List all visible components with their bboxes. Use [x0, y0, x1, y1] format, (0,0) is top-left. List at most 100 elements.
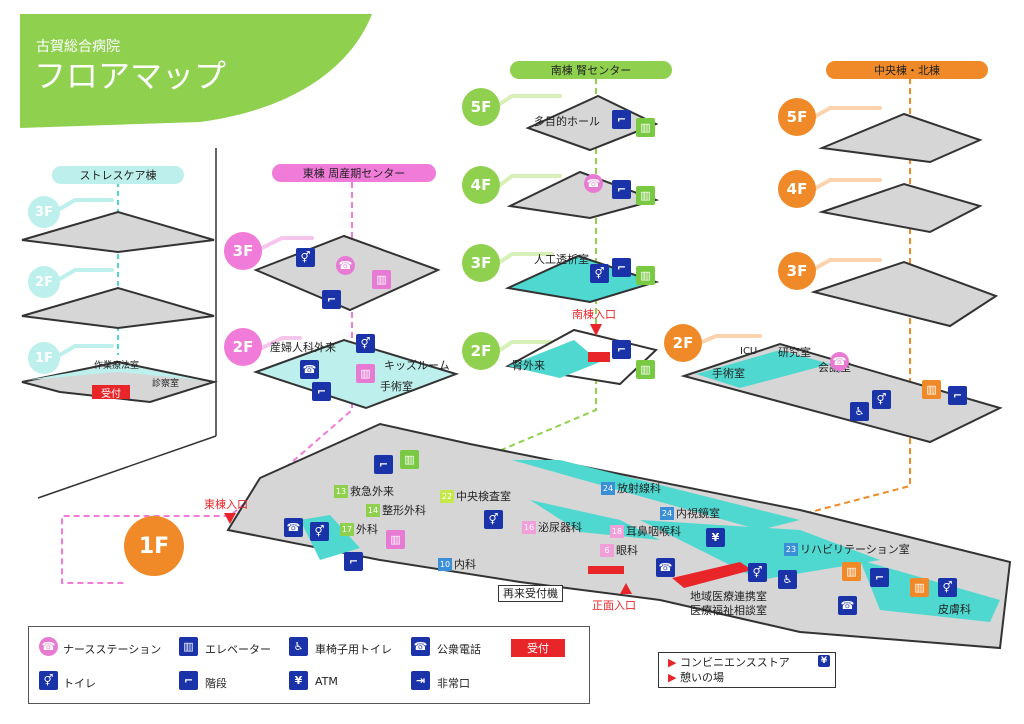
east-entrance-marker	[224, 513, 236, 524]
phone-icon: ☎	[284, 518, 303, 537]
dept-eye: 眼科	[616, 544, 638, 557]
toilet-icon: ⚥	[590, 264, 609, 283]
toilet-icon: ⚥	[484, 510, 503, 529]
elevator-icon: ▥	[910, 578, 929, 597]
elevator-icon: ▥	[636, 118, 655, 137]
main-entrance-label: 正面入口	[592, 599, 636, 612]
legend-reception: 受付	[511, 639, 565, 657]
dept-radiology: 放射線科	[617, 482, 661, 495]
atm-icon: ¥	[289, 671, 308, 690]
dept-ortho: 整形外科	[382, 504, 426, 517]
dept-num: 22	[440, 490, 454, 503]
main-entrance-marker	[620, 583, 632, 594]
room-central-surgery: 手術室	[712, 367, 745, 380]
toilet-icon: ⚥	[39, 671, 58, 690]
stress-1f[interactable]: 1F	[28, 342, 60, 374]
wheelchair-toilet-icon: ♿	[778, 570, 797, 589]
legend-elevator: エレベーター	[205, 643, 271, 656]
room-icu: ICU	[740, 346, 758, 357]
dept-num: 24	[601, 482, 615, 495]
toilet-icon: ⚥	[296, 248, 315, 267]
nurse-station-icon: ☎	[830, 352, 849, 371]
central-3f[interactable]: 3F	[778, 252, 816, 290]
stress-floor-plates	[21, 210, 218, 404]
central-5f[interactable]: 5F	[778, 98, 816, 136]
legend-nurse-station: ナースステーション	[63, 643, 162, 656]
dept-num: 16	[522, 521, 536, 534]
elevator-icon: ▥	[356, 364, 375, 383]
room-occupational-therapy: 作業療法室	[94, 361, 140, 371]
dept-rehab: リハビリテーション室	[800, 543, 910, 556]
dept-num: 10	[438, 558, 452, 571]
toilet-icon: ⚥	[356, 334, 375, 353]
atm-icon: ¥	[818, 655, 830, 667]
dept-num: 24	[660, 507, 674, 520]
phone-icon: ☎	[838, 596, 857, 615]
south-entrance-marker	[590, 324, 602, 336]
dept-internal: 内科	[454, 558, 476, 571]
room-dialysis: 人工透析室	[534, 253, 589, 266]
floor-leaders	[56, 94, 882, 358]
stairs-icon: ⌐	[612, 180, 631, 199]
elevator-icon: ▥	[400, 450, 419, 469]
room-exam: 診察室	[152, 379, 180, 389]
dept-endoscopy: 内視鏡室	[676, 507, 720, 520]
stairs-icon: ⌐	[312, 382, 331, 401]
nurse-station-icon: ☎	[39, 637, 58, 656]
legend-box: ☎ ナースステーション ▥ エレベーター ♿ 車椅子用トイレ ☎ 公衆電話 受付…	[28, 626, 590, 704]
room-obgyn: 産婦人科外来	[270, 341, 336, 354]
stairs-icon: ⌐	[870, 568, 889, 587]
east-entrance-label: 東棟入口	[204, 498, 248, 511]
east-building-header: 東棟 周産期センター	[272, 164, 436, 182]
phone-icon: ☎	[656, 558, 675, 577]
atm-icon: ¥	[706, 528, 725, 547]
south-2f[interactable]: 2F	[462, 332, 500, 370]
reentry-machine-label: 再来受付機	[498, 585, 563, 602]
elevator-icon: ▥	[842, 562, 861, 581]
stairs-icon: ⌐	[612, 258, 631, 277]
divider-diagonal	[37, 435, 217, 499]
elevator-icon: ▥	[636, 360, 655, 379]
stairs-icon: ⌐	[374, 455, 393, 474]
south-5f[interactable]: 5F	[462, 88, 500, 126]
room-multipurpose: 多目的ホール	[534, 115, 600, 128]
central-2f[interactable]: 2F	[664, 324, 702, 362]
amenity-lounge: ▶ 憩いの場	[668, 671, 724, 684]
east-2f[interactable]: 2F	[224, 328, 262, 366]
central-4f[interactable]: 4F	[778, 170, 816, 208]
legend-exit: 非常口	[437, 677, 470, 690]
amenities-box	[658, 652, 836, 688]
south-3f[interactable]: 3F	[462, 244, 500, 282]
main-1f[interactable]: 1F	[124, 516, 184, 576]
toilet-icon: ⚥	[748, 563, 767, 582]
elevator-icon: ▥	[922, 380, 941, 399]
dept-num: 23	[784, 543, 798, 556]
phone-icon: ☎	[411, 637, 430, 656]
dept-num: 18	[610, 525, 624, 538]
stress-2f[interactable]: 2F	[28, 266, 60, 298]
toilet-icon: ⚥	[938, 578, 957, 597]
stress-3f[interactable]: 3F	[28, 196, 60, 228]
exit-icon: ⇥	[411, 671, 430, 690]
toilet-icon: ⚥	[310, 522, 329, 541]
central-floor-plates	[680, 112, 1003, 444]
elevator-icon: ▥	[386, 530, 405, 549]
stress-reception: 受付	[92, 385, 130, 400]
east-3f[interactable]: 3F	[224, 232, 262, 270]
nurse-station-icon: ☎	[336, 256, 355, 275]
legend-toilet: トイレ	[63, 677, 96, 690]
title-banner	[20, 14, 372, 128]
legend-phone: 公衆電話	[437, 643, 481, 656]
south-4f[interactable]: 4F	[462, 166, 500, 204]
dept-dermatology: 皮膚科	[938, 603, 971, 616]
legend-atm: ATM	[315, 675, 338, 688]
dept-surgery: 外科	[356, 523, 378, 536]
south-building-header: 南棟 腎センター	[510, 61, 672, 79]
phone-icon: ☎	[300, 360, 319, 379]
dept-num: 6	[600, 544, 614, 557]
room-welfare: 医療福祉相談室	[690, 604, 767, 617]
room-regional-liaison: 地域医療連携室	[690, 590, 767, 603]
amenity-lounge-label: 憩いの場	[679, 671, 724, 684]
elevator-icon: ▥	[636, 266, 655, 285]
elevator-icon: ▥	[179, 637, 198, 656]
